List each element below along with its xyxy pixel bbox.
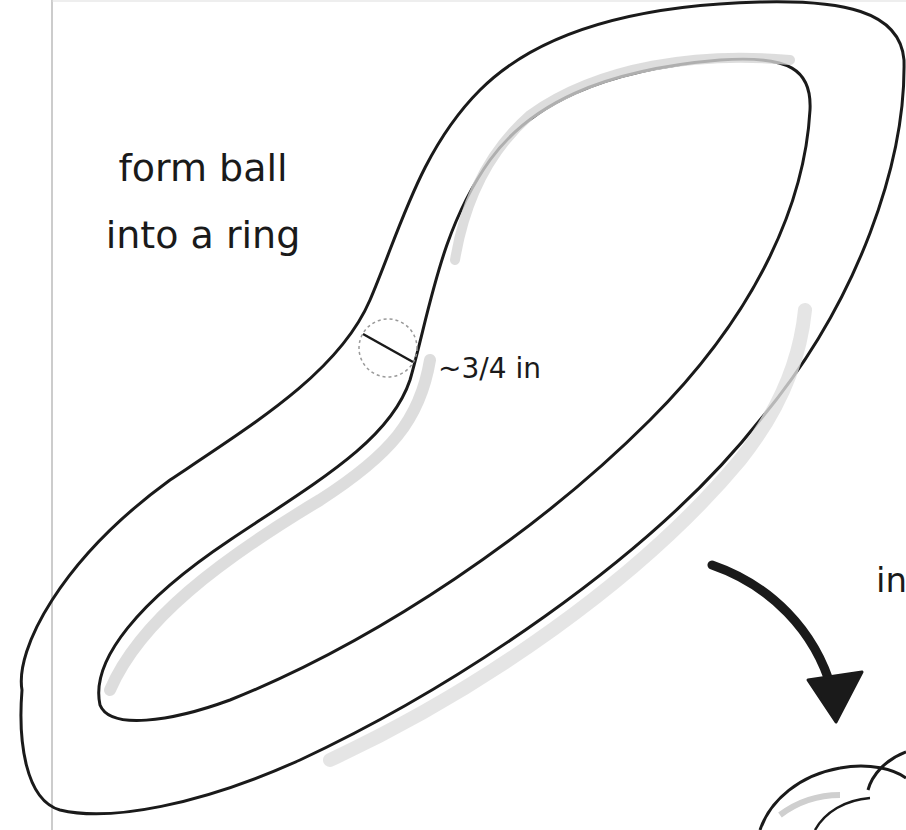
margin-line	[51, 0, 53, 830]
next-step-shading	[780, 795, 840, 815]
arrow-head	[808, 672, 862, 722]
ring-shading	[455, 58, 790, 260]
next-step-text: in	[876, 560, 906, 601]
ring-shading	[110, 360, 430, 690]
thickness-circle	[359, 319, 417, 377]
step-instruction: form ball into a ring	[88, 135, 318, 268]
ring-shading	[330, 310, 805, 760]
next-step-figure	[760, 766, 906, 830]
dimension-line	[363, 334, 413, 362]
next-step-figure	[868, 752, 906, 790]
dimension-label: ~3/4 in	[438, 352, 578, 386]
step-arrow	[712, 565, 832, 690]
next-step-figure	[815, 798, 870, 830]
ring-outer	[21, 2, 904, 814]
